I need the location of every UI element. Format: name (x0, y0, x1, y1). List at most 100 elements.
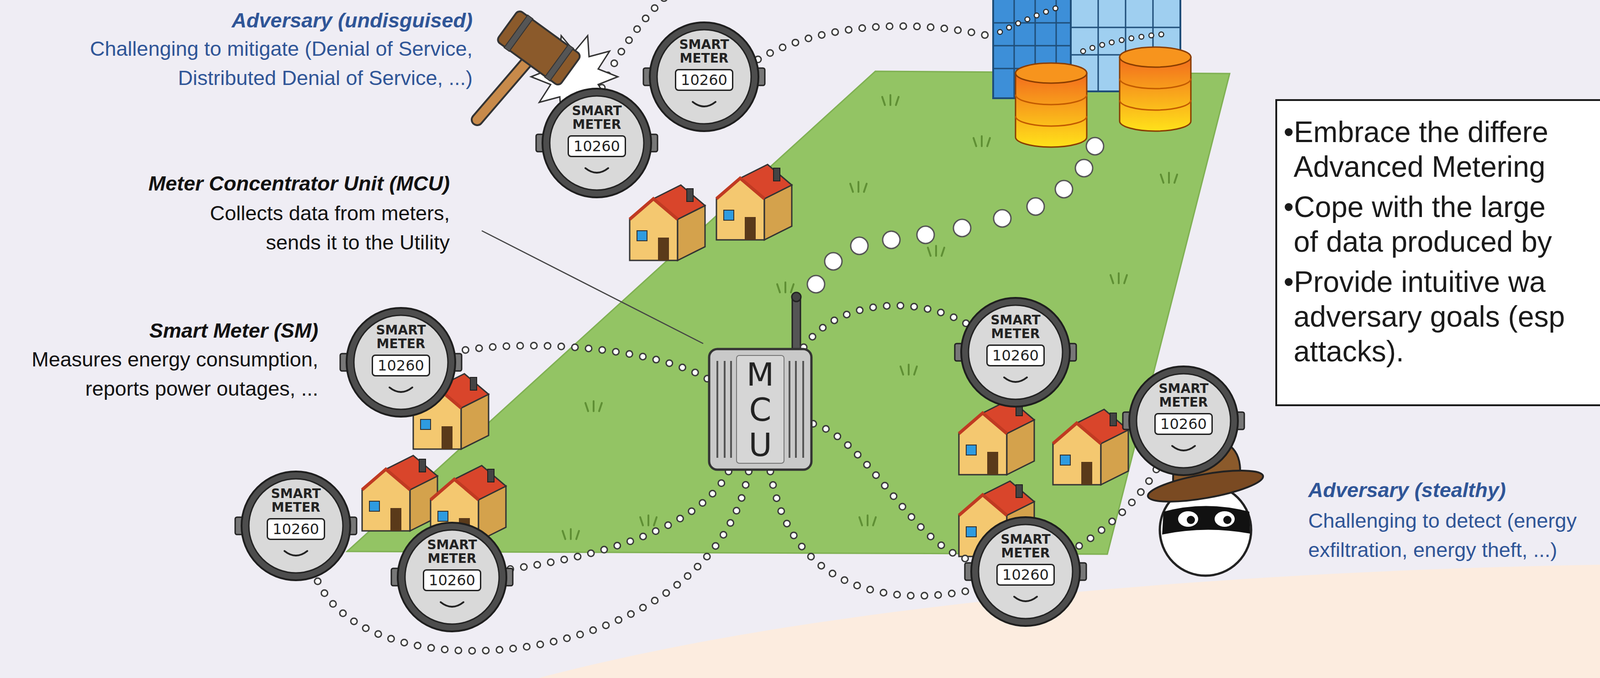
thief-eye (1214, 510, 1235, 527)
smart-meter: SMART METER10260 (959, 295, 1072, 409)
meter-ring (649, 22, 759, 132)
dotted-link (803, 305, 969, 348)
grass-tuft (1110, 273, 1127, 284)
meter-face (405, 529, 500, 624)
meter-smile (1172, 445, 1195, 451)
link-dots-outline (505, 471, 729, 570)
adversary-note: Challenging to mitigate (Denial of Servi… (43, 34, 473, 93)
house (958, 399, 1035, 475)
unit-label: MCU (744, 357, 777, 463)
meter-smile (389, 387, 413, 392)
goals-box: •Embrace the differe Advanced Metering•C… (1275, 99, 1600, 406)
link-dots-fill (770, 468, 1158, 596)
meter-ring (961, 297, 1070, 407)
link-dots-fill (454, 345, 708, 379)
cylinder-top (1015, 63, 1087, 84)
thief-eye (1178, 510, 1199, 527)
meter-label: SMART METER (567, 104, 627, 132)
link-dots-outline (315, 471, 749, 651)
bullet-text: •Provide intuitive wa adversary goals (e… (1283, 264, 1572, 369)
thief-pupil (1186, 515, 1195, 524)
grass-tuft (777, 282, 794, 293)
cylinder-stripe (1119, 78, 1191, 111)
backhaul-link (807, 137, 1104, 293)
green-ground (347, 71, 1230, 554)
link-dot (1086, 137, 1104, 155)
link-dot (1055, 180, 1073, 198)
building-dots (1000, 5, 1064, 32)
link-dots-outline (454, 345, 708, 379)
link-dot (1026, 197, 1045, 216)
meter-label: SMART METER (422, 537, 482, 566)
link-dot (1075, 159, 1093, 177)
part-heading: Meter Concentrator Unit (MCU) (148, 168, 450, 199)
grass-tufts (562, 76, 1178, 539)
link-dots-fill (505, 471, 729, 570)
meter-label: SMART METER (266, 486, 326, 515)
thief-pupil (1223, 515, 1232, 524)
link-dot (953, 219, 971, 237)
meter-reading: 10260 (422, 568, 482, 591)
meter-reading: 10260 (986, 344, 1045, 367)
dotted-link (813, 423, 973, 561)
link-dot (807, 275, 825, 293)
grass-tuft (640, 515, 657, 526)
meter-face (978, 524, 1073, 619)
house (629, 184, 706, 261)
leader-line (481, 230, 704, 344)
antenna-rod (792, 296, 801, 349)
cylinder-body (1015, 73, 1087, 148)
cylinder-body (1119, 57, 1191, 132)
link-dots-outline (770, 468, 1158, 596)
meter-label: SMART METER (371, 323, 431, 351)
link-dots-fill (315, 471, 749, 651)
hammer-band (504, 15, 533, 52)
building-dots (1000, 5, 1064, 32)
meter-smile (1004, 377, 1027, 382)
meter-smile (1014, 596, 1037, 601)
link-dots-outline (803, 305, 969, 348)
link-dot (916, 226, 935, 244)
meter-reading: 10260 (1154, 412, 1213, 435)
link-dots-fill (803, 305, 969, 348)
part-note: Collects data from meters, sends it to t… (194, 198, 450, 258)
grass-tuft (900, 364, 917, 375)
link-dot (993, 209, 1011, 227)
meter-face (968, 305, 1063, 400)
mcu-case (709, 348, 812, 470)
grass-tuft (1160, 172, 1178, 183)
meter-uplink-dots (757, 26, 992, 60)
dotted-link (770, 468, 1158, 596)
adversary-heading: Adversary (undisguised) (231, 5, 473, 36)
grass-tuft (882, 94, 899, 106)
link-dots-fill (813, 423, 973, 561)
smart-meter: SMART METER10260 (647, 20, 761, 133)
bullet-text: •Embrace the differe Advanced Metering (1283, 114, 1572, 185)
link-dot (824, 252, 843, 270)
hammer-head (496, 9, 582, 87)
concentrator-unit: MCU (707, 347, 814, 472)
meter-smile (440, 601, 464, 607)
antenna-tip (791, 292, 801, 302)
smart-meter: SMART METER10260 (969, 515, 1082, 628)
meter-uplink-dots (757, 26, 992, 60)
grass-tuft (850, 181, 867, 192)
house (362, 455, 438, 531)
meter-reading: 10260 (567, 135, 627, 158)
mcu-panel (736, 355, 785, 464)
meter-ring (542, 88, 652, 198)
dotted-link (454, 345, 708, 379)
hammer-band (544, 44, 574, 81)
meter-smile (585, 168, 609, 173)
meter-reading: 10260 (266, 517, 326, 540)
mcu-antenna (791, 292, 801, 349)
meter-label: SMART METER (674, 37, 734, 66)
grass-tuft (973, 136, 990, 147)
smart-meter: SMART METER 10260 (344, 305, 458, 419)
meter-reading: 10260 (371, 354, 431, 377)
smart-meter: SMART METER 10260 (540, 86, 653, 200)
dotted-link (315, 471, 749, 651)
meter-label: SMART METER (1153, 381, 1214, 410)
cylinder-stripe (1015, 94, 1087, 127)
